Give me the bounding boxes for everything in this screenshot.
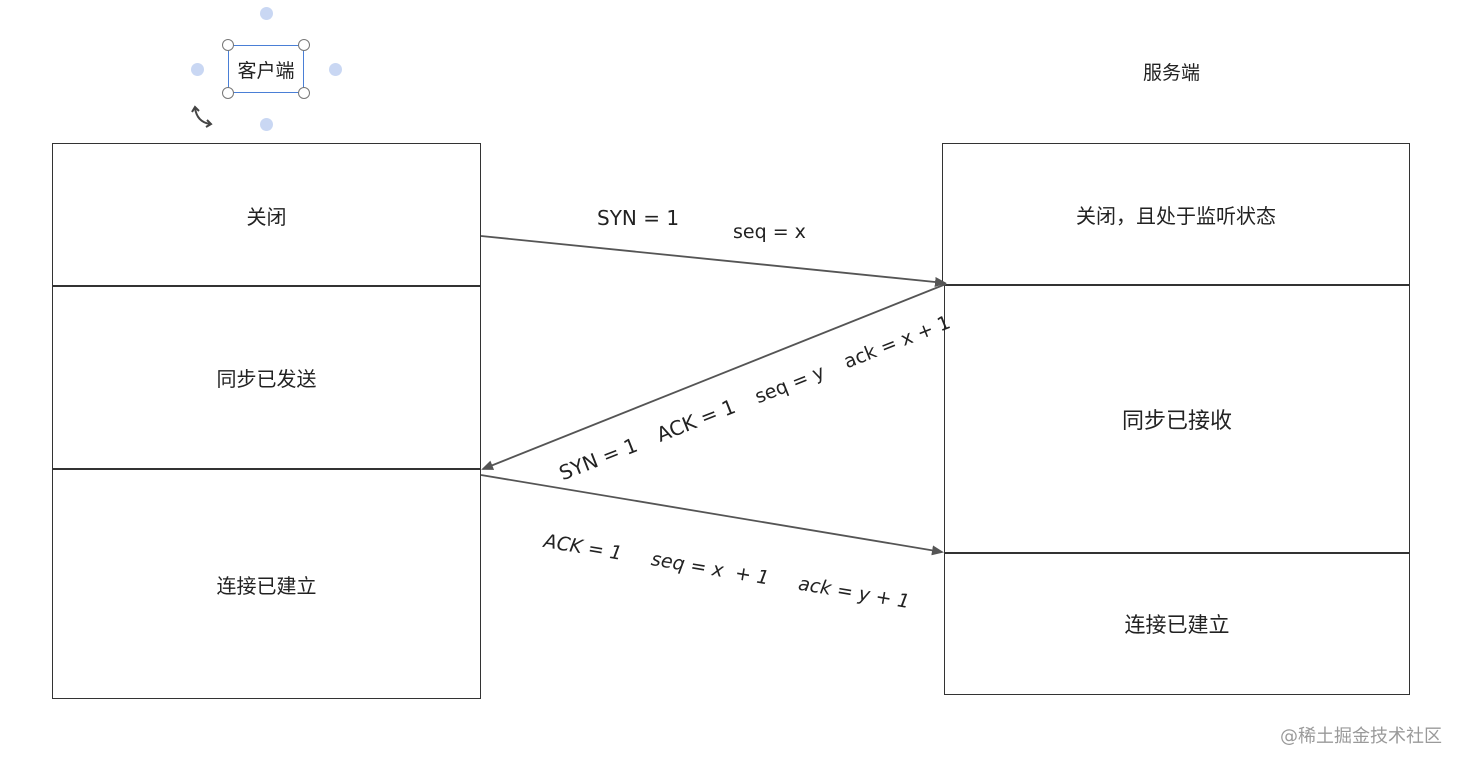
message-1-label: SYN = 1 <box>597 206 679 230</box>
client-title-text: 客户端 <box>237 59 295 82</box>
resize-handle-top-left[interactable] <box>222 39 234 51</box>
server-state-syn-received[interactable]: 同步已接收 <box>944 285 1410 553</box>
watermark: @稀土掘金技术社区 <box>1280 726 1442 747</box>
rotation-handle-top[interactable] <box>260 7 273 20</box>
arrow-syn-ack <box>481 283 947 470</box>
arrow-ack <box>480 474 944 556</box>
resize-handle-bottom-left[interactable] <box>222 87 234 99</box>
resize-handle-bottom-right[interactable] <box>298 87 310 99</box>
server-state-syn-received-label: 同步已接收 <box>1121 409 1232 434</box>
rotate-icon[interactable] <box>190 104 218 132</box>
client-state-closed[interactable]: 关闭 <box>52 143 481 286</box>
rotation-handle-left[interactable] <box>191 63 204 76</box>
server-state-listen[interactable]: 关闭，且处于监听状态 <box>942 143 1410 285</box>
server-state-listen-label: 关闭，且处于监听状态 <box>1076 203 1276 228</box>
server-title: 服务端 <box>1143 62 1201 84</box>
server-state-established[interactable]: 连接已建立 <box>944 553 1410 695</box>
client-state-established[interactable]: 连接已建立 <box>52 469 481 699</box>
rotation-handle-bottom[interactable] <box>260 118 273 131</box>
m1-flag: SYN = 1 <box>597 206 680 230</box>
resize-handle-top-right[interactable] <box>298 39 310 51</box>
client-state-established-label: 连接已建立 <box>216 573 317 598</box>
m1-seq: seq = x <box>733 221 806 243</box>
message-1-seq: seq = x <box>733 221 806 243</box>
rotation-handle-right[interactable] <box>329 63 342 76</box>
client-state-closed-label: 关闭 <box>246 205 287 229</box>
arrow-syn <box>480 235 947 287</box>
client-title[interactable]: 客户端 <box>228 45 304 93</box>
client-state-syn-sent-label: 同步已发送 <box>216 367 317 391</box>
client-state-syn-sent[interactable]: 同步已发送 <box>52 286 481 469</box>
server-state-established-label: 连接已建立 <box>1124 613 1230 637</box>
